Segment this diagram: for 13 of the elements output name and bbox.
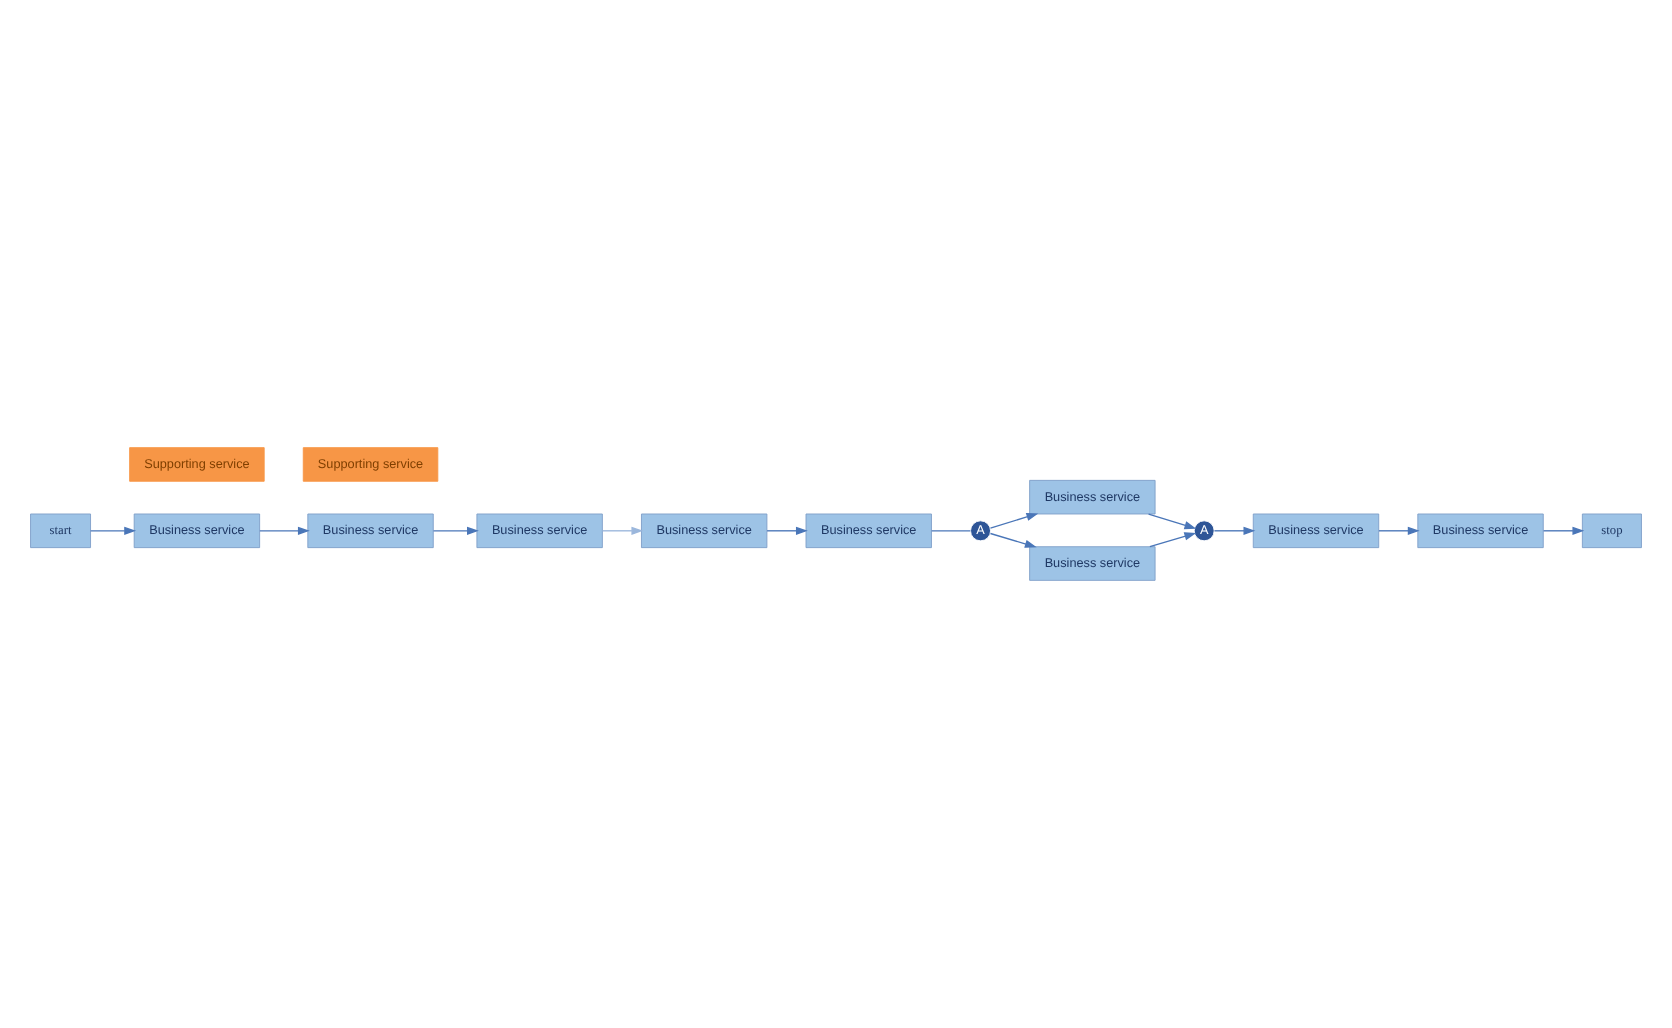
- arrow: [89, 526, 137, 535]
- arrow: [989, 512, 1039, 529]
- arrow: [1542, 526, 1585, 535]
- arrow: [1378, 526, 1420, 535]
- arrow: [1147, 513, 1197, 530]
- connector: [931, 530, 972, 532]
- arrow: [766, 526, 808, 535]
- arrow: [989, 532, 1037, 548]
- arrow: [432, 526, 479, 535]
- arrow: [601, 526, 644, 535]
- arrow: [1149, 532, 1197, 548]
- arrow: [259, 526, 310, 535]
- arrow: [1213, 526, 1256, 535]
